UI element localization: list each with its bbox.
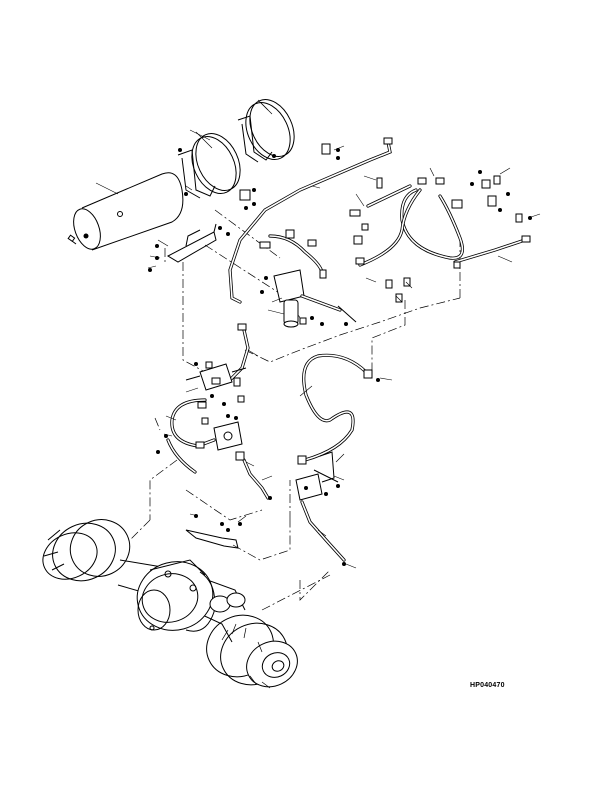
brake-chamber-valve [295,451,339,501]
phantom-assembly-lines [129,209,461,611]
figure-code: HP040470 [470,682,505,689]
tank-strap-front [177,129,241,199]
axle-bracket [185,529,239,549]
drain-valve [67,234,77,245]
flex-hose-center-loop [302,353,368,462]
rear-axle-assembly [42,519,298,689]
callout-leaders [147,101,541,569]
strap-mounting-blocks [239,143,383,201]
air-tank [73,172,184,251]
flex-hose-upper [400,188,464,260]
fittings-and-hardware [148,148,532,566]
spring-brake-valve [213,421,243,451]
flex-hose-line-right [453,238,527,264]
flex-hose-line-mid [358,184,422,267]
rigid-air-tube [228,137,393,304]
brake-hose-center [242,458,270,500]
relay-valve [268,234,342,328]
tank-mounting-bracket [166,223,217,263]
quick-release-valve [185,363,247,391]
tank-strap-rear [237,99,295,163]
service-hose-left [228,328,250,382]
brake-hose-lower [300,500,346,562]
brake-hose-left [166,398,216,474]
